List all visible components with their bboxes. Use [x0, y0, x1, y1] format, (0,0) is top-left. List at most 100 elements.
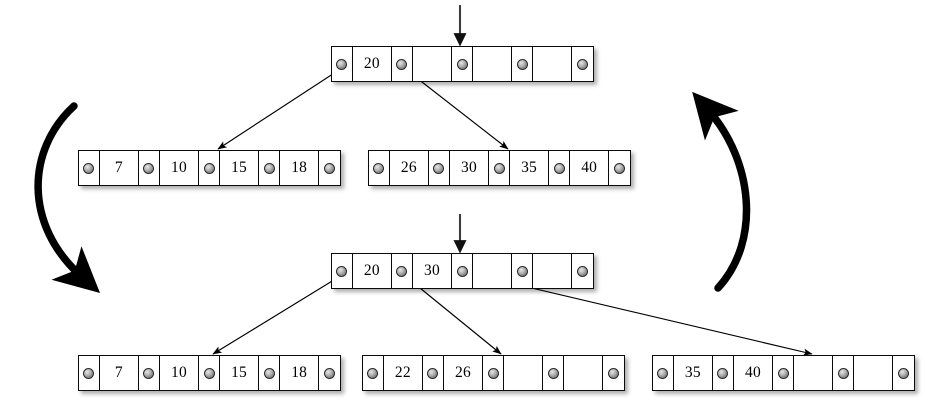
node-key-cell: 40 [733, 356, 774, 390]
btree-node-leaf-after-right: 35 40 [652, 355, 915, 391]
pointer-dot-icon [608, 367, 620, 379]
node-pointer-cell [199, 356, 220, 390]
pointer-dot-icon [493, 162, 505, 174]
node-pointer-cell [259, 356, 280, 390]
pointer-dot-icon [657, 367, 669, 379]
node-pointer-cell [833, 356, 854, 390]
node-pointer-cell [369, 151, 390, 185]
node-pointer-cell [319, 151, 340, 185]
pointer-dot-icon [456, 265, 468, 277]
btree-node-leaf-after-left: 7 10 15 18 [78, 355, 341, 391]
node-pointer-cell [512, 47, 533, 81]
node-key-cell [853, 356, 894, 390]
pointer-dot-icon [427, 367, 439, 379]
pointer-dot-icon [373, 162, 385, 174]
node-key-cell: 26 [443, 356, 484, 390]
node-pointer-cell [259, 151, 280, 185]
node-key-cell [532, 254, 573, 288]
pointer-dot-icon [717, 367, 729, 379]
node-key-cell: 22 [383, 356, 424, 390]
node-pointer-cell [572, 47, 593, 81]
node-pointer-cell [653, 356, 674, 390]
node-pointer-cell [572, 254, 593, 288]
node-pointer-cell [483, 356, 504, 390]
node-pointer-cell [603, 356, 624, 390]
node-key-cell: 35 [673, 356, 714, 390]
pointer-dot-icon [456, 58, 468, 70]
btree-edge [212, 274, 343, 355]
node-pointer-cell [452, 254, 473, 288]
node-key-cell: 26 [389, 151, 430, 185]
node-key-cell: 18 [279, 356, 320, 390]
node-key-cell: 20 [352, 47, 393, 81]
node-key-cell [503, 356, 544, 390]
node-key-cell: 15 [219, 356, 260, 390]
node-pointer-cell [609, 151, 630, 185]
pointer-dot-icon [553, 162, 565, 174]
pointer-dot-icon [336, 58, 348, 70]
node-key-cell: 10 [159, 356, 200, 390]
pointer-dot-icon [547, 367, 559, 379]
pointer-dot-icon [516, 265, 528, 277]
btree-node-leaf-before-right: 26 30 35 40 [368, 150, 631, 186]
node-key-cell: 15 [219, 151, 260, 185]
node-pointer-cell [139, 151, 160, 185]
node-pointer-cell [332, 254, 353, 288]
node-pointer-cell [423, 356, 444, 390]
node-key-cell [412, 47, 453, 81]
node-key-cell: 7 [99, 151, 140, 185]
node-key-cell [472, 47, 513, 81]
flow-arrow-right [692, 91, 751, 292]
node-pointer-cell [893, 356, 914, 390]
pointer-dot-icon [263, 162, 275, 174]
node-key-cell: 30 [449, 151, 490, 185]
node-pointer-cell [543, 356, 564, 390]
node-key-cell: 30 [412, 254, 453, 288]
pointer-dot-icon [143, 367, 155, 379]
pointer-dot-icon [396, 265, 408, 277]
flow-arrow-left [34, 102, 100, 294]
pointer-dot-icon [367, 367, 379, 379]
pointer-dot-icon [516, 58, 528, 70]
pointer-dot-icon [324, 162, 336, 174]
node-pointer-cell [392, 47, 413, 81]
node-pointer-cell [489, 151, 510, 185]
pointer-dot-icon [898, 367, 910, 379]
pointer-dot-icon [577, 58, 589, 70]
node-key-cell: 20 [352, 254, 393, 288]
node-key-cell [472, 254, 513, 288]
pointer-dot-icon [203, 162, 215, 174]
node-pointer-cell [363, 356, 384, 390]
pointer-dot-icon [777, 367, 789, 379]
node-pointer-cell [512, 254, 533, 288]
node-pointer-cell [139, 356, 160, 390]
node-pointer-cell [319, 356, 340, 390]
pointer-dot-icon [396, 58, 408, 70]
pointer-dot-icon [203, 367, 215, 379]
pointer-dot-icon [263, 367, 275, 379]
pointer-dot-icon [336, 265, 348, 277]
pointer-dot-icon [837, 367, 849, 379]
node-key-cell: 18 [279, 151, 320, 185]
pointer-dot-icon [83, 367, 95, 379]
node-pointer-cell [549, 151, 570, 185]
node-pointer-cell [199, 151, 220, 185]
node-key-cell [793, 356, 834, 390]
node-pointer-cell [332, 47, 353, 81]
node-pointer-cell [79, 356, 100, 390]
pointer-dot-icon [433, 162, 445, 174]
node-pointer-cell [79, 151, 100, 185]
node-key-cell: 35 [509, 151, 550, 185]
pointer-dot-icon [324, 367, 336, 379]
pointer-dot-icon [487, 367, 499, 379]
btree-edge [217, 67, 343, 150]
node-pointer-cell [452, 47, 473, 81]
btree-node-leaf-after-middle: 22 26 [362, 355, 625, 391]
node-pointer-cell [392, 254, 413, 288]
node-key-cell: 40 [569, 151, 610, 185]
node-key-cell: 7 [99, 356, 140, 390]
pointer-dot-icon [577, 265, 589, 277]
